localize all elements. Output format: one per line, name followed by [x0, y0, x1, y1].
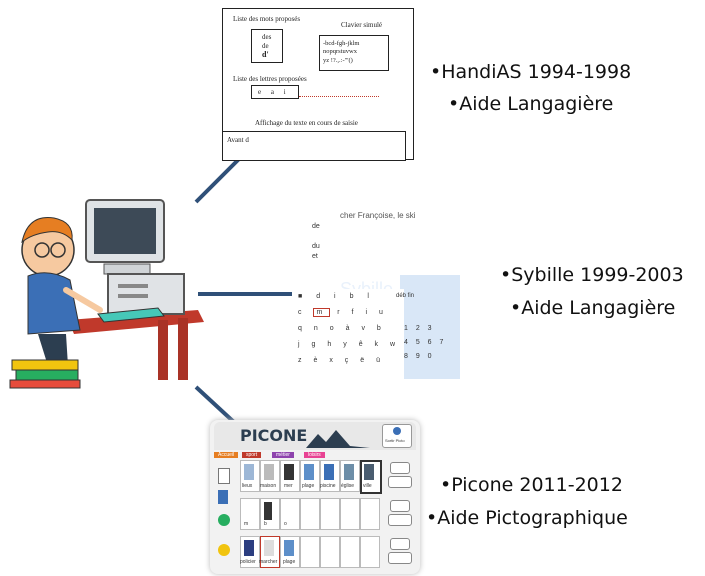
folder-icon[interactable] — [218, 468, 230, 484]
simulated-keyboard-box: -bcd-fgh-jklm nopqrstuvwx yz !?.,.:-"'() — [319, 35, 389, 71]
picto-label: m — [244, 521, 249, 527]
suggestion-item: de — [312, 223, 320, 230]
picto-image[interactable] — [264, 502, 272, 520]
num-row: 8 9 0 — [404, 353, 435, 360]
picto-label: mer — [284, 483, 293, 489]
help-icon — [393, 427, 401, 435]
text-display-box: Avant d — [222, 131, 406, 161]
picto-image[interactable] — [264, 540, 274, 556]
keys-row: q n o à v b — [298, 325, 386, 332]
face-icon[interactable] — [218, 544, 230, 556]
picto-image[interactable] — [244, 540, 254, 556]
book-icon[interactable] — [218, 490, 228, 504]
picto-label: lieux — [242, 483, 253, 489]
picto-image[interactable] — [284, 464, 294, 480]
picone-header: PICONE Sortir Picto — [214, 422, 416, 450]
picone-caption: •Picone 2011-2012 — [440, 474, 623, 496]
picto-label: policier — [240, 559, 256, 565]
nav-keys: déb fin — [396, 293, 415, 299]
picto-image[interactable] — [324, 464, 334, 480]
connector-picone — [194, 385, 238, 426]
letters-list-box: e a i — [251, 85, 299, 99]
keys-row: ■ d i b l — [298, 293, 375, 300]
color-icon[interactable] — [218, 514, 230, 526]
keyboard-row: -bcd-fgh-jklm — [323, 40, 360, 47]
words-list-box: des de d' — [251, 29, 283, 63]
handias-subcaption: •Aide Langagière — [448, 93, 614, 115]
picto-label: ville — [363, 483, 372, 489]
picto-label: maison — [260, 483, 277, 489]
picto-image[interactable] — [284, 540, 294, 556]
sybille-right-fade — [400, 275, 460, 379]
mountain-icon — [306, 430, 370, 448]
keyboard-row: nopqrstuvwx — [323, 48, 357, 55]
letters-value: e a i — [258, 88, 290, 96]
picto-image[interactable] — [244, 464, 254, 480]
picto-label: b — [264, 521, 267, 527]
scroll-buttons[interactable] — [388, 476, 412, 488]
keyboard-row: yz !?.,.:-"'() — [323, 57, 353, 64]
picto-label: o — [284, 521, 287, 527]
picto-label: plage — [302, 483, 315, 489]
word-item: de — [262, 42, 269, 50]
sortir-picto-button[interactable]: Sortir Picto — [382, 424, 412, 448]
scroll-buttons[interactable] — [388, 514, 412, 526]
handias-caption: •HandiAS 1994-1998 — [430, 61, 632, 83]
handias-screenshot: Liste des mots proposés Clavier simulé d… — [222, 8, 414, 161]
picto-image[interactable] — [344, 464, 354, 480]
enter-button[interactable] — [390, 538, 410, 550]
picto-label: plage — [283, 559, 296, 565]
tab[interactable]: loisirs — [304, 452, 325, 458]
text-display-title: Affichage du texte en cours de saisie — [255, 119, 358, 127]
picto-label: piscine — [320, 483, 336, 489]
sybille-header: cher Françoise, le ski — [340, 211, 416, 220]
scroll-buttons[interactable] — [388, 552, 412, 564]
letters-list-title: Liste des lettres proposées — [233, 75, 307, 83]
sortir-picto-label: Sortir Picto — [385, 438, 405, 443]
word-item: des — [262, 33, 272, 41]
row-nav — [386, 462, 414, 566]
picone-tabs: Accueil sport métier loisirs — [214, 452, 416, 460]
tab[interactable]: sport — [242, 452, 262, 458]
word-item: d' — [262, 50, 269, 59]
sybille-subcaption: •Aide Langagière — [510, 297, 676, 319]
sybille-keyboard — [292, 289, 404, 379]
suggestion-item: du — [312, 243, 320, 250]
tab[interactable]: Accueil — [214, 452, 239, 458]
sybille-caption: •Sybille 1999-2003 — [500, 264, 684, 286]
tool-column — [216, 462, 238, 566]
suggestion-item: et — [312, 253, 318, 260]
num-row: 1 2 3 — [404, 325, 435, 332]
keys-row: j g h y ê k w — [298, 341, 401, 348]
picto-label: église — [341, 483, 355, 489]
keys-row: c m r f i u — [298, 308, 388, 317]
text-display-value: Avant d — [227, 136, 249, 144]
spell-underline — [299, 96, 379, 97]
sybille-screenshot: cher Françoise, le ski de du et Sybille … — [292, 205, 460, 379]
picone-subcaption: •Aide Pictographique — [426, 507, 628, 529]
num-row: 4 5 6 7 — [404, 339, 447, 346]
picone-logo: PICONE — [240, 426, 308, 445]
picto-image[interactable] — [364, 464, 374, 480]
picto-label: marcher — [259, 559, 278, 565]
enter-button[interactable] — [390, 500, 410, 512]
keys-row: z è x ç ë ü — [298, 357, 385, 364]
words-list-title: Liste des mots proposés — [233, 15, 301, 23]
picto-image[interactable] — [264, 464, 274, 480]
enter-button[interactable] — [390, 462, 410, 474]
picto-image[interactable] — [304, 464, 314, 480]
keyboard-title: Clavier simulé — [341, 21, 383, 29]
tab[interactable]: métier — [272, 452, 294, 458]
child-at-computer-illustration — [9, 199, 204, 389]
picone-screenshot: PICONE Sortir Picto Accueil sport métier… — [210, 420, 420, 574]
